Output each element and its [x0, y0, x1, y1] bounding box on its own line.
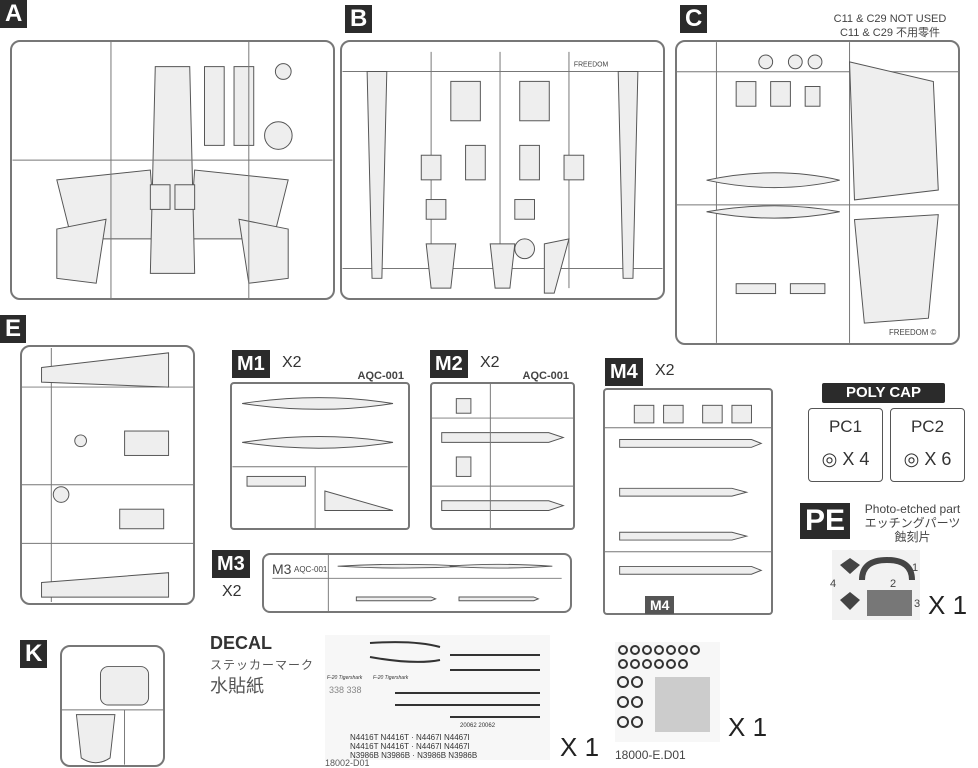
pe-title-en: Photo-etched part	[864, 502, 961, 516]
decal-marking: N4416T N4416T · N4467I N4467I	[350, 742, 470, 751]
sprue-a	[10, 40, 335, 300]
svg-text:FREEDOM ©: FREEDOM ©	[889, 328, 937, 337]
decal-title-ja: ステッカーマーク	[210, 658, 315, 672]
m1-code: AQC-001	[357, 370, 404, 382]
decal-marking: 20062 20062	[460, 723, 496, 729]
sprue-e	[20, 345, 195, 605]
sprue-m2: AQC-001	[430, 370, 575, 530]
m4-tag: M4	[645, 596, 675, 614]
pe-part-1: 1	[912, 562, 919, 574]
note-en: C11 & C29 NOT USED	[833, 13, 947, 25]
sprue-m1-qty: X2	[282, 354, 302, 371]
note-zh: C11 & C29 不用零件	[839, 27, 941, 39]
sprue-m4-qty: X2	[655, 362, 675, 379]
decal-marking: N3986B N3986B · N3986B N3986B	[350, 751, 478, 760]
sprue-m4-parts	[605, 404, 771, 575]
decal-stripes	[369, 641, 540, 718]
svg-text:FREEDOM: FREEDOM	[574, 62, 609, 69]
sprue-b-label: B	[345, 5, 373, 33]
sprue-b-parts: FREEDOM	[342, 51, 663, 294]
pe-title-zh: 蝕刻片	[894, 530, 931, 544]
decal-marking: N4416T N4416T · N4467I N4467I	[350, 733, 470, 742]
sprue-m2-label: M2	[430, 350, 468, 378]
sprue-m3-qty: X2	[222, 583, 242, 600]
poly-cap-pc1: PC1 ◎ X 4	[808, 408, 883, 482]
sprue-a-parts	[12, 42, 333, 298]
pe-title-ja: エッチングパーツ	[864, 516, 961, 530]
decal-1-code: 18002-D01	[325, 758, 370, 768]
sprue-c-parts: FREEDOM ©	[677, 42, 958, 343]
decal-marking: 338 338	[329, 685, 362, 695]
sprue-k	[60, 645, 165, 767]
sprue-e-label: E	[0, 315, 27, 343]
sprue-a-label: A	[0, 0, 28, 28]
poly-cap-icon: ◎	[903, 449, 925, 469]
pe-qty: X 1	[928, 590, 968, 620]
pe-label: PE	[800, 503, 851, 539]
pe-part-2: 2	[890, 578, 897, 590]
sprue-m3-parts	[272, 555, 562, 611]
m3-tag: M3	[272, 561, 292, 577]
pe-fret: 1 2 3 4	[830, 550, 921, 620]
pe-fret-parts	[840, 556, 915, 616]
pc2-qty: X 6	[924, 449, 952, 469]
decal-sheet-2	[615, 642, 720, 742]
decal-marking: F-20 Tigershark	[373, 675, 409, 681]
sprue-k-label: K	[20, 640, 48, 668]
pc1-name: PC1	[828, 417, 863, 436]
decal-sheet-1: F-20 Tigershark F-20 Tigershark 338 338 …	[325, 635, 550, 760]
pe-title: Photo-etched part エッチングパーツ 蝕刻片	[850, 502, 975, 544]
sprue-k-parts	[62, 666, 163, 765]
decal-1-qty: X 1	[560, 732, 600, 762]
m2-code: AQC-001	[522, 370, 569, 382]
poly-cap-icon: ◎	[821, 449, 843, 469]
sprue-m3-label: M3	[212, 550, 250, 578]
decal-2-qty: X 1	[728, 712, 768, 742]
sprue-m4: M4	[603, 388, 773, 615]
sprue-m2-parts	[432, 384, 573, 528]
poly-cap-title: POLY CAP	[822, 383, 945, 403]
decal-marking: F-20 Tigershark	[327, 675, 363, 681]
sprue-c-label: C	[680, 5, 708, 33]
pc2-name: PC2	[910, 417, 945, 436]
decal-2-code: 18000-E.D01	[615, 748, 686, 762]
pc1-qty: X 4	[842, 449, 870, 469]
pe-part-4: 4	[830, 578, 837, 590]
sprue-m2-qty: X2	[480, 354, 500, 371]
poly-cap-pc2: PC2 ◎ X 6	[890, 408, 965, 482]
not-used-note: C11 & C29 NOT USED C11 & C29 不用零件	[820, 12, 960, 40]
decal-title-zh: 水貼紙	[210, 676, 264, 696]
sprue-m1-label: M1	[232, 350, 270, 378]
sprue-b: FREEDOM	[340, 40, 665, 300]
sprue-m1: AQC-001	[230, 370, 410, 530]
sprue-m4-label: M4	[605, 358, 643, 386]
decal-roundels	[617, 645, 710, 732]
sprue-m1-parts	[232, 397, 408, 528]
sprue-e-parts	[22, 347, 193, 603]
m3-code: AQC-001	[294, 565, 328, 574]
sprue-c: FREEDOM ©	[675, 40, 960, 345]
sprue-m3: M3 AQC-001	[262, 553, 572, 613]
decal-title: DECAL	[210, 633, 272, 653]
pe-part-3: 3	[914, 598, 921, 610]
